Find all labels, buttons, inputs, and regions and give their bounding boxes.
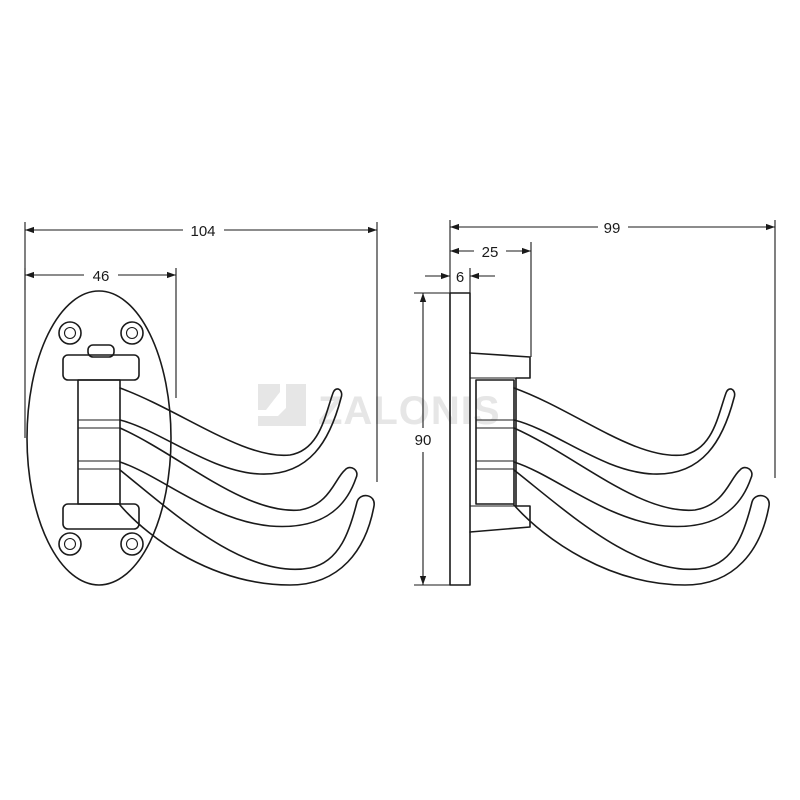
side-dimensions: 99 25 6 90: [414, 220, 776, 586]
hook-arm-top: [119, 387, 343, 475]
side-hook-top: [513, 387, 736, 475]
bracket-top-arm: [62, 354, 140, 381]
pivot-cap: [87, 344, 115, 358]
watermark: ZALONIS: [258, 384, 501, 433]
side-hook-middle: [513, 427, 753, 528]
screw-hole-bottom-left: [58, 532, 82, 556]
dim-pivot-offset: 25: [482, 244, 499, 261]
screw-hole-top-right: [120, 321, 144, 345]
side-pivot-column: [475, 379, 515, 505]
front-view: [26, 290, 375, 586]
side-hook-bottom: [513, 469, 770, 586]
dim-plate-thickness: 6: [456, 269, 464, 286]
hook-arm-middle: [119, 427, 358, 528]
dim-side-depth: 99: [604, 220, 621, 237]
bracket-bottom-arm: [62, 503, 140, 530]
front-dimensions: 104 46: [24, 222, 378, 482]
side-bracket: [469, 352, 531, 533]
screw-hole-bottom-right: [120, 532, 144, 556]
watermark-text: ZALONIS: [318, 389, 501, 433]
side-back-plate: [449, 292, 471, 586]
watermark-logo-icon: [258, 384, 306, 426]
screw-hole-top-left: [58, 321, 82, 345]
dim-height: 90: [415, 432, 432, 449]
pivot-column: [77, 379, 121, 505]
side-view: [449, 292, 770, 586]
oval-back-plate: [26, 290, 172, 586]
dim-overall-width: 104: [190, 223, 215, 240]
hook-arm-bottom: [119, 469, 375, 586]
dim-plate-to-bracket: 46: [93, 268, 110, 285]
